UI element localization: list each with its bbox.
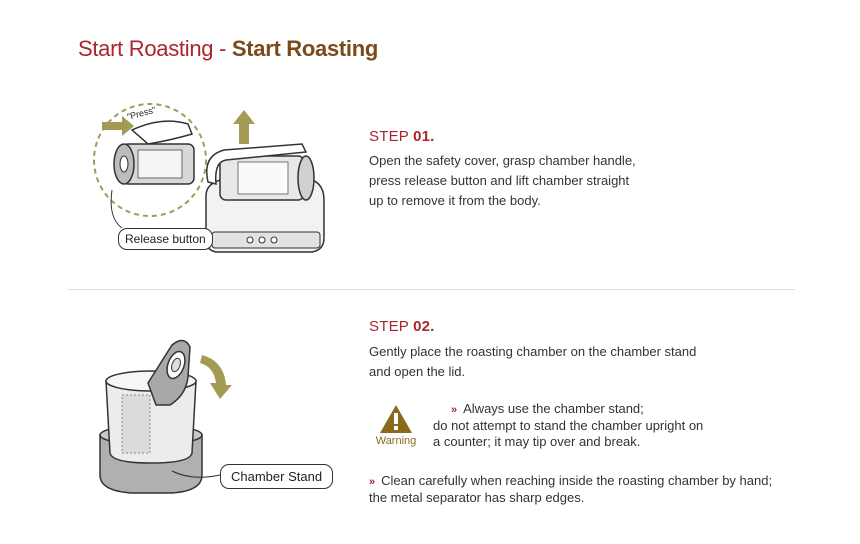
step-1-heading: STEP 01. xyxy=(369,128,435,145)
title-subsection: Start Roasting xyxy=(231,36,379,61)
hand-shape xyxy=(130,120,194,145)
step-2-label: STEP xyxy=(369,318,409,335)
warning-label: Warning xyxy=(375,435,417,447)
warning-line: »Always use the chamber stand; xyxy=(451,401,644,416)
release-button-callout: Release button xyxy=(118,228,213,250)
warning-line: a counter; it may tip over and break. xyxy=(433,434,641,449)
title-separator: - xyxy=(213,36,232,61)
chamber-stand-illustration xyxy=(99,339,232,494)
page-title: Start Roasting - Start Roasting xyxy=(78,36,378,62)
step-2-instructions: Gently place the roasting chamber on the… xyxy=(369,342,799,382)
title-section: Start Roasting xyxy=(78,36,214,61)
press-arrow-icon xyxy=(102,116,134,136)
step-1-instructions: Open the safety cover, grasp chamber han… xyxy=(369,151,799,211)
magnify-circle xyxy=(93,103,207,217)
bullet-icon: » xyxy=(369,476,376,488)
safety-cover xyxy=(206,143,308,185)
warning-box: Warning »Always use the chamber stand; d… xyxy=(372,401,793,453)
roaster-lift-illustration: "Press" xyxy=(93,103,325,253)
step-1-line: press release button and lift chamber st… xyxy=(369,173,630,188)
warning-line: do not attempt to stand the chamber upri… xyxy=(433,418,704,433)
bullet-icon: » xyxy=(451,404,458,416)
chamber-stand-callout: Chamber Stand xyxy=(220,464,334,489)
rotate-arrow-icon xyxy=(200,355,232,399)
note-line: »Clean carefully when reaching inside th… xyxy=(369,473,773,488)
step-1-line: up to remove it from the body. xyxy=(369,193,541,208)
step-2-number: 02. xyxy=(413,318,435,335)
cleaning-note: »Clean carefully when reaching inside th… xyxy=(369,473,799,506)
step-1-line: Open the safety cover, grasp chamber han… xyxy=(369,153,636,168)
section-divider xyxy=(68,289,795,290)
note-line: the metal separator has sharp edges. xyxy=(369,490,585,505)
step-2-heading: STEP 02. xyxy=(369,318,435,335)
step-1-number: 01. xyxy=(413,128,435,145)
chamber-mesh xyxy=(121,394,151,454)
lift-arrow-icon xyxy=(233,110,255,144)
step-1-label: STEP xyxy=(369,128,409,145)
step-2-line: Gently place the roasting chamber on the… xyxy=(369,344,697,359)
warning-icon xyxy=(372,403,420,453)
warning-text: »Always use the chamber stand; do not at… xyxy=(433,401,793,450)
step-2-line: and open the lid. xyxy=(369,364,466,379)
